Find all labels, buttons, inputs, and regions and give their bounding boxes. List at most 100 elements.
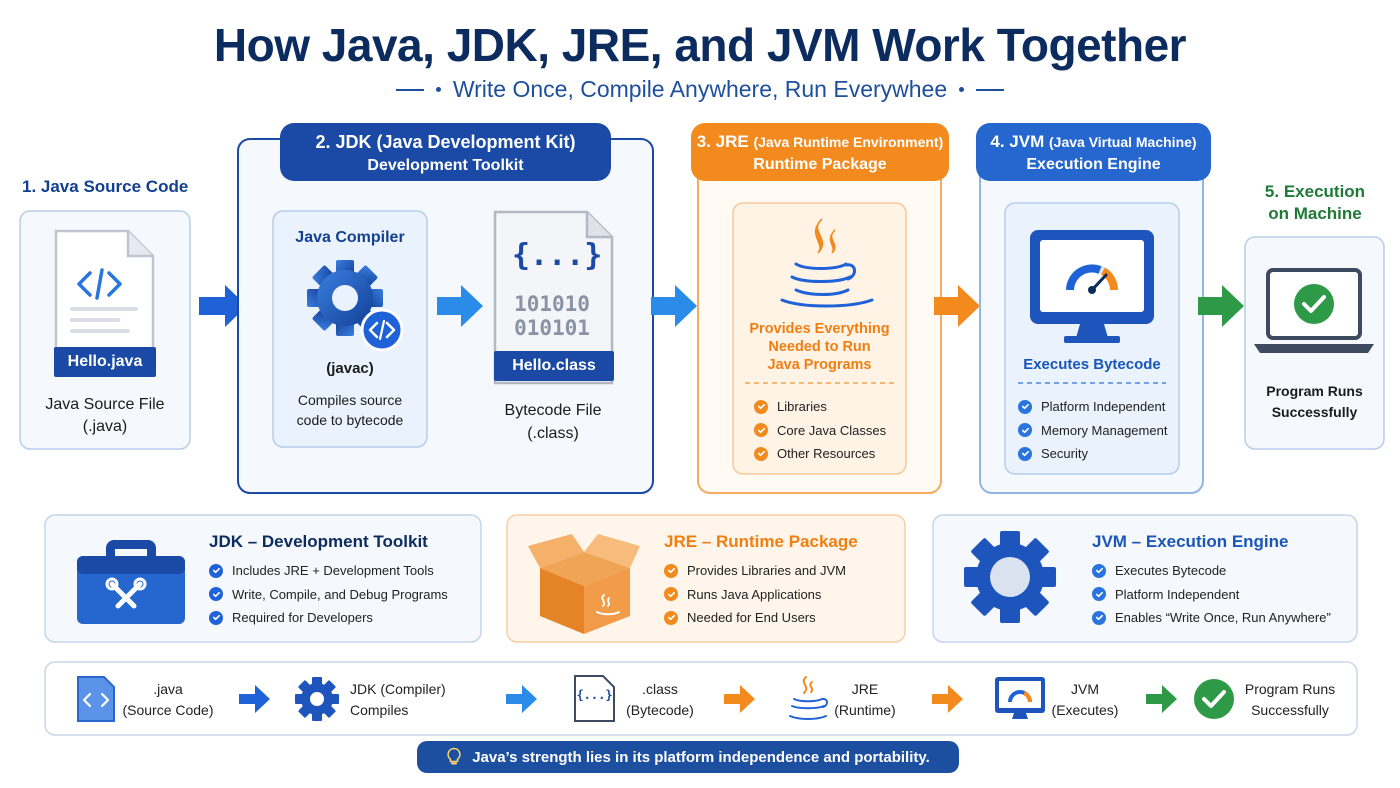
- summary-jdk-item: Includes JRE + Development Tools: [209, 559, 474, 583]
- source-file-label: Hello.java: [54, 347, 156, 377]
- flow-java-line1: .java: [153, 681, 183, 697]
- jvm-item: Memory Management: [1018, 419, 1178, 443]
- jvm-header-subtitle: Execution Engine: [1026, 156, 1161, 173]
- flow-gear-icon: [295, 677, 339, 721]
- check-icon: [1018, 423, 1032, 438]
- check-icon: [754, 446, 768, 461]
- flow-jdk-label: JDK (Compiler) Compiles: [350, 679, 460, 721]
- bytecode-caption-line1: Bytecode File: [504, 402, 602, 419]
- compiler-title: Java Compiler: [295, 229, 405, 246]
- flow-java-cup-icon: [789, 676, 828, 720]
- subtitle-dot-right: [959, 87, 965, 92]
- jdk-header: 2. JDK (Java Development Kit) Developmen…: [280, 123, 611, 181]
- source-caption-line2: (.java): [82, 418, 128, 435]
- laptop-icon: [1254, 268, 1374, 353]
- execution-caption-line1: Program Runs: [1266, 383, 1363, 399]
- check-icon: [209, 610, 223, 625]
- flow-jdk-line2: Compiles: [350, 702, 409, 718]
- summary-jvm-item: Executes Bytecode: [1092, 559, 1354, 583]
- summary-jre-item-label: Needed for End Users: [687, 610, 816, 626]
- jre-item: Libraries: [754, 395, 904, 419]
- jvm-header-title: 4. JVM (Java Virtual Machine): [976, 132, 1211, 152]
- jvm-header: 4. JVM (Java Virtual Machine) Execution …: [976, 123, 1211, 181]
- jvm-item-label: Security: [1041, 446, 1088, 462]
- summary-jvm-items: Executes Bytecode Platform Independent E…: [1092, 559, 1354, 630]
- java-cup-icon: [780, 218, 874, 308]
- source-caption-line1: Java Source File: [45, 396, 165, 413]
- jvm-item: Platform Independent: [1018, 395, 1178, 419]
- summary-jvm-title: JVM – Execution Engine: [1092, 532, 1289, 551]
- jvm-monitor-icon: [1030, 230, 1154, 343]
- summary-jdk-item-label: Required for Developers: [232, 610, 373, 626]
- arrow-jdk-to-jre: [651, 285, 697, 327]
- flow-arrow-4: [932, 685, 963, 713]
- jvm-item-label: Platform Independent: [1041, 399, 1166, 415]
- flow-jdk-line1: JDK (Compiler): [350, 681, 446, 697]
- flow-arrow-1: [239, 685, 270, 713]
- execution-caption: Program Runs Successfully: [1245, 381, 1384, 423]
- arrow-jre-to-jvm: [934, 285, 980, 327]
- jre-item: Core Java Classes: [754, 419, 904, 443]
- execution-caption-line2: Successfully: [1271, 404, 1358, 420]
- check-icon: [664, 610, 678, 625]
- jre-item: Other Resources: [754, 442, 904, 466]
- engine-gear-icon: [964, 531, 1056, 623]
- check-icon: [754, 399, 768, 414]
- flow-class-line2: (Bytecode): [626, 702, 694, 718]
- check-icon: [1092, 563, 1106, 578]
- flow-jvm-line1: JVM: [1071, 681, 1099, 697]
- summary-jvm-item-label: Enables “Write Once, Run Anywhere”: [1115, 610, 1331, 626]
- compiler-desc-line1: Compiles source: [297, 392, 403, 408]
- jre-description: Provides Everything Needed to Run Java P…: [733, 320, 906, 374]
- check-icon: [664, 587, 678, 602]
- summary-jre-title: JRE – Runtime Package: [664, 532, 858, 551]
- bytecode-caption: Bytecode File (.class): [483, 399, 623, 445]
- jre-title-sub: (Java Runtime Environment): [753, 134, 944, 150]
- jre-title-main: 3. JRE: [696, 132, 749, 151]
- check-icon: [209, 563, 223, 578]
- flow-arrow-2: [506, 685, 537, 713]
- flow-jre-label: JRE (Runtime): [830, 679, 900, 721]
- bytecode-caption-line2: (.class): [527, 425, 579, 442]
- source-caption: Java Source File (.java): [20, 394, 190, 438]
- toolbox-icon: [77, 540, 185, 624]
- flow-java-label: .java (Source Code): [118, 679, 218, 721]
- flow-monitor-icon: [995, 677, 1045, 719]
- jre-item-label: Other Resources: [777, 446, 876, 462]
- summary-jdk-item: Required for Developers: [209, 606, 474, 630]
- subtitle-line-left: [395, 88, 424, 91]
- check-icon: [1018, 446, 1032, 461]
- jdk-header-title: 2. JDK (Java Development Kit): [280, 132, 611, 153]
- subtitle-row: Write Once, Compile Anywhere, Run Everyw…: [0, 76, 1400, 103]
- jre-header-title: 3. JRE (Java Runtime Environment): [691, 132, 949, 152]
- bytecode-braces: {...}: [512, 238, 603, 273]
- jre-header: 3. JRE (Java Runtime Environment) Runtim…: [691, 123, 949, 181]
- bytecode-bits-line2: 010101: [514, 316, 590, 340]
- jvm-items: Platform Independent Memory Management S…: [1018, 395, 1178, 466]
- summary-jre-item: Runs Java Applications: [664, 583, 899, 607]
- flow-class-file-icon: [574, 675, 615, 722]
- source-file-icon: [54, 229, 155, 368]
- flow-class-label: .class (Bytecode): [620, 679, 700, 721]
- jvm-description: Executes Bytecode: [1023, 356, 1161, 373]
- subtitle-dot-left: [435, 87, 441, 92]
- flow-java-file-icon: [77, 676, 115, 722]
- summary-jdk-item: Write, Compile, and Debug Programs: [209, 583, 474, 607]
- tip-banner: Java’s strength lies in its platform ind…: [417, 741, 959, 773]
- flow-success-icon: [1194, 679, 1234, 719]
- compiler-desc-line2: code to bytecode: [296, 412, 404, 428]
- jdk-title-sub: (Java Development Kit): [376, 132, 576, 152]
- summary-jdk-items: Includes JRE + Development Tools Write, …: [209, 559, 474, 630]
- summary-jvm-item: Enables “Write Once, Run Anywhere”: [1092, 606, 1354, 630]
- summary-jdk-title: JDK – Development Toolkit: [209, 532, 428, 551]
- summary-jre-items: Provides Libraries and JVM Runs Java App…: [664, 559, 899, 630]
- jvm-title-main: 4. JVM: [990, 132, 1045, 151]
- check-icon: [664, 563, 678, 578]
- summary-jre-item: Provides Libraries and JVM: [664, 559, 899, 583]
- summary-jdk-item-label: Includes JRE + Development Tools: [232, 563, 434, 579]
- flow-jre-line2: (Runtime): [834, 702, 896, 718]
- flow-class-line1: .class: [642, 681, 678, 697]
- tip-text: Java’s strength lies in its platform ind…: [472, 748, 930, 766]
- jre-item-label: Core Java Classes: [777, 422, 887, 438]
- jre-items: Libraries Core Java Classes Other Resour…: [754, 395, 904, 466]
